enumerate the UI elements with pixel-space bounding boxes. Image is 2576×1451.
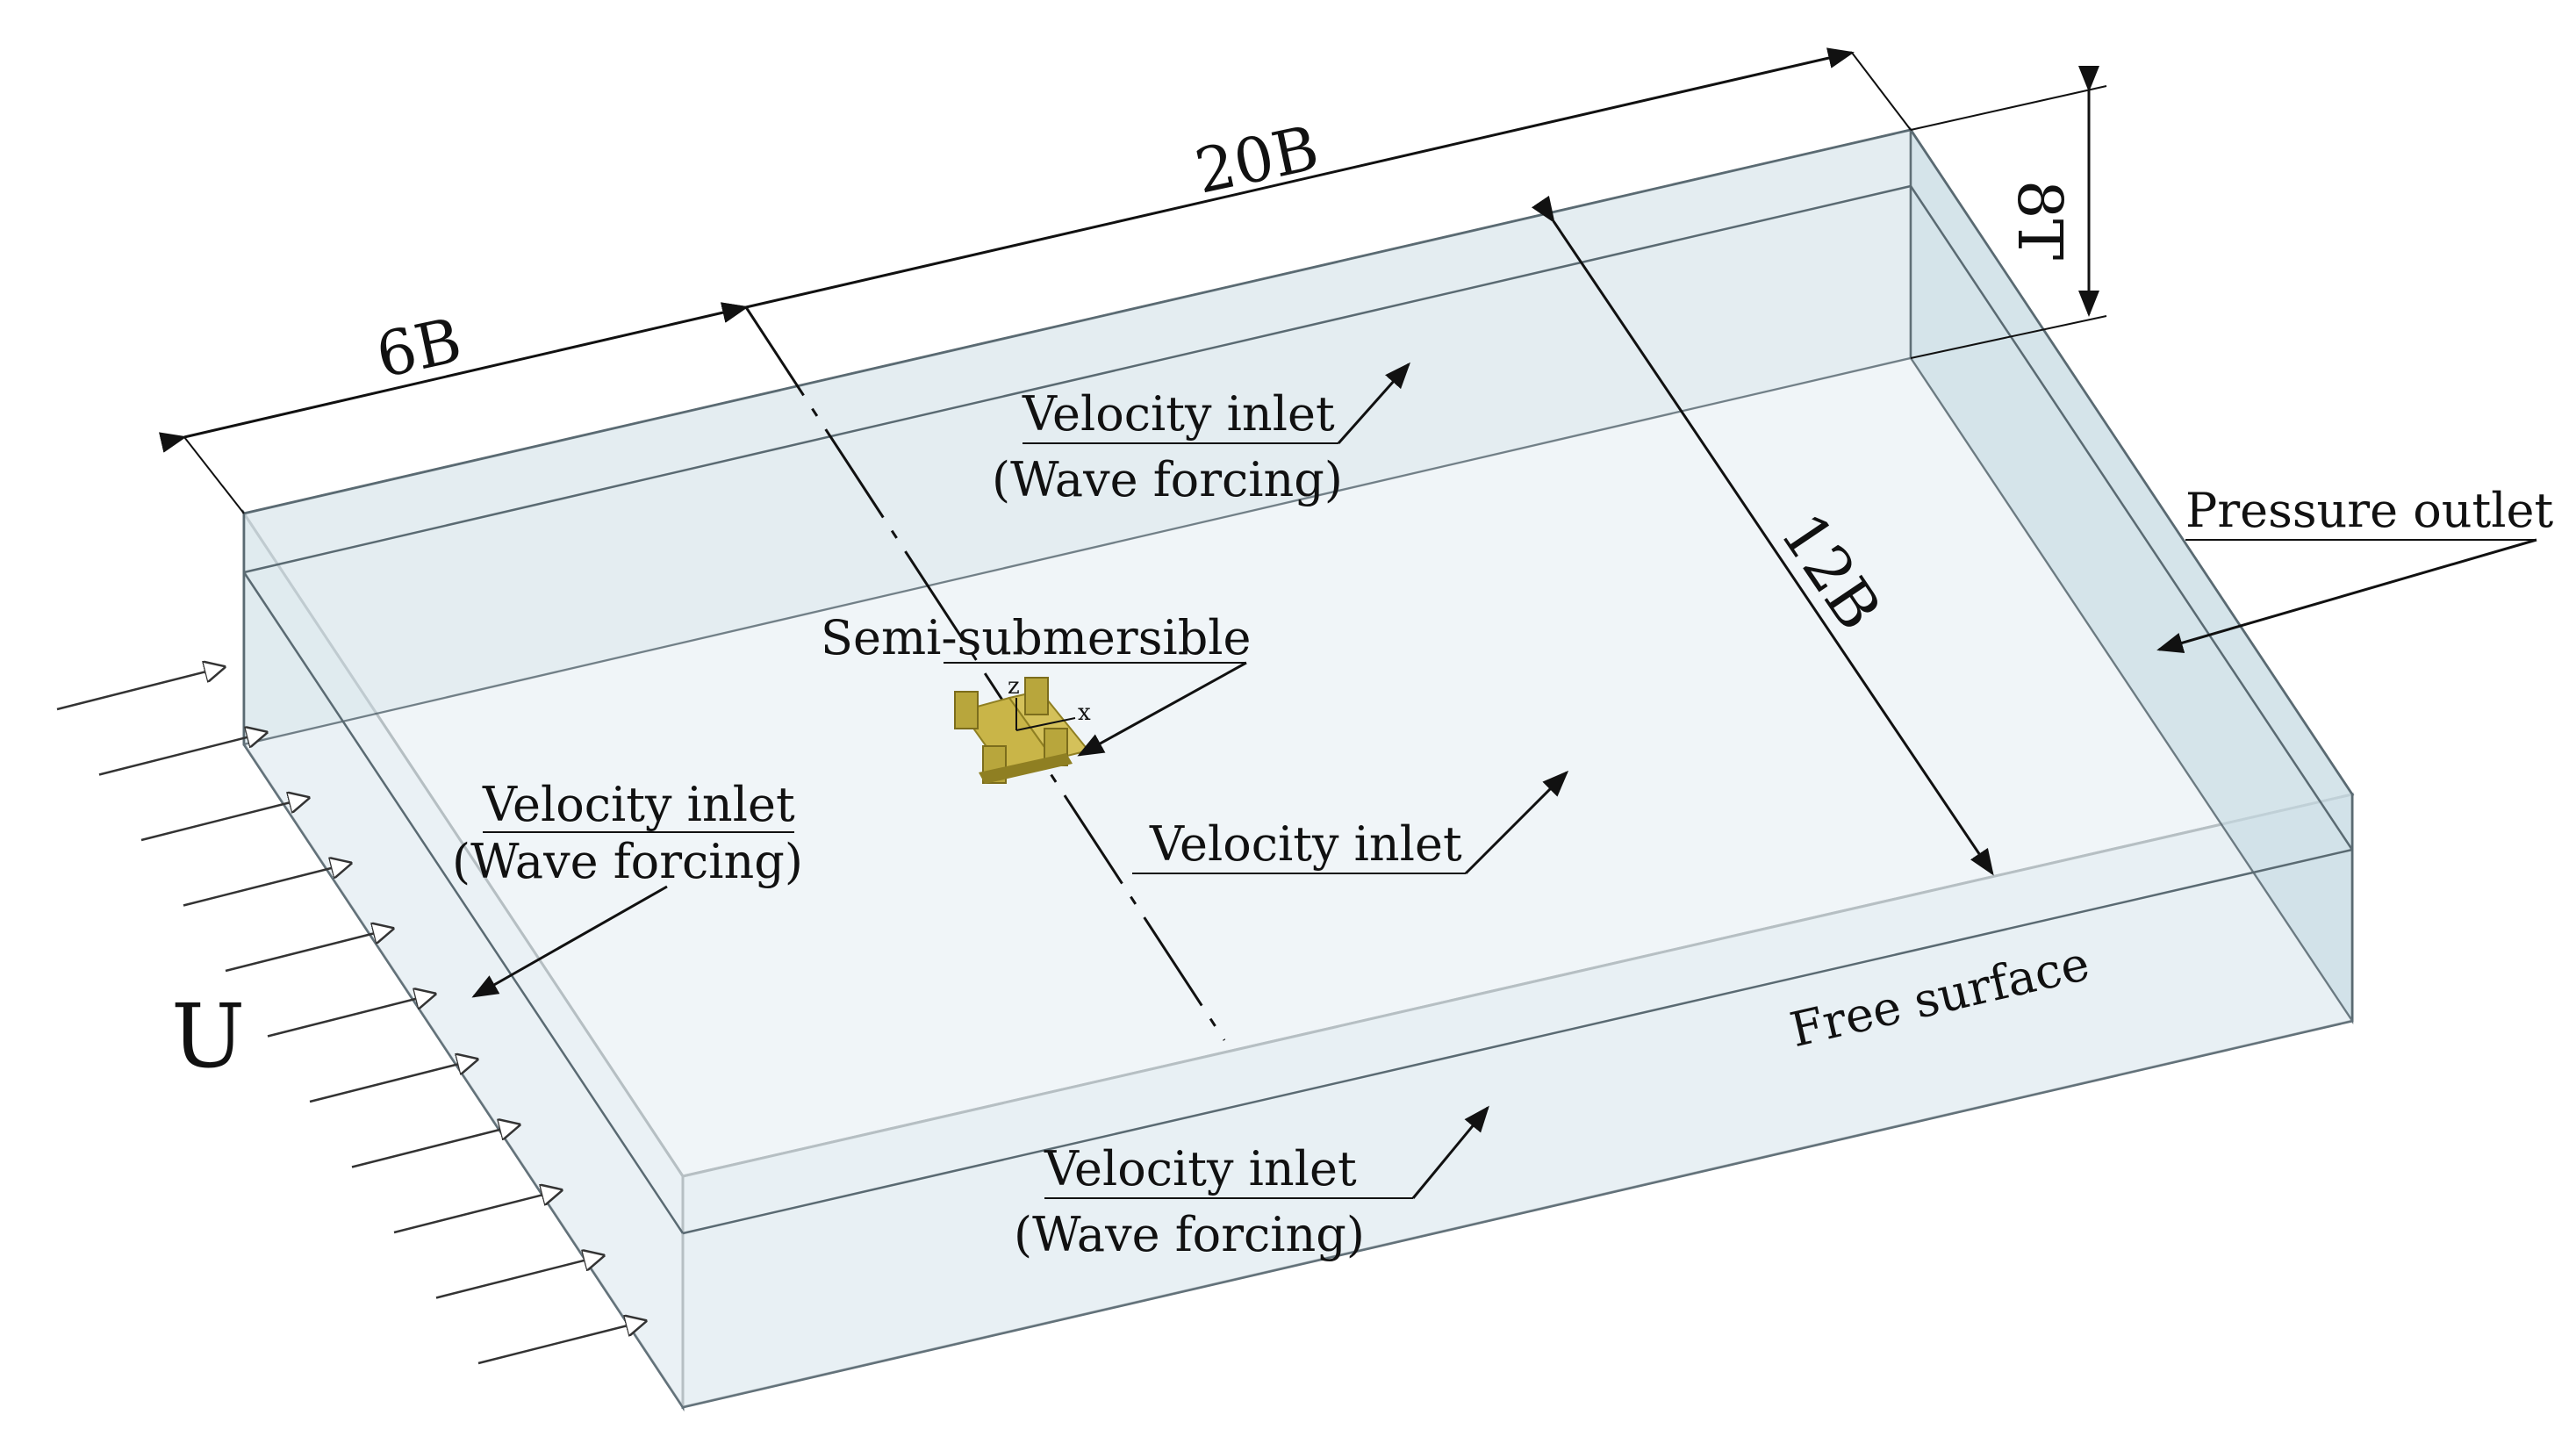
flow-arrow (477, 1321, 645, 1365)
bottom-inlet-line1: Velocity inlet (1044, 1141, 1357, 1196)
dim-label-6B: 6B (370, 304, 468, 391)
label-semi-submersible: Semi-submersible (821, 610, 1251, 757)
bottom-inlet-line2: (Wave forcing) (1014, 1207, 1365, 1262)
incoming-flow-arrows (56, 667, 645, 1365)
flow-arrow (183, 864, 350, 907)
label-left-velocity-inlet: Velocity inlet (Wave forcing) (452, 777, 803, 998)
flow-arrow (56, 667, 224, 711)
flow-arrow (351, 1125, 519, 1168)
label-pressure-outlet: Pressure outlet (2156, 483, 2553, 653)
flow-arrow (309, 1060, 477, 1103)
label-center-velocity-inlet: Velocity inlet (1132, 770, 1569, 875)
label-bottom-velocity-inlet: Velocity inlet (Wave forcing) (1014, 1105, 1489, 1262)
dim-label-8T: 8T (2004, 180, 2076, 260)
left-inlet-line1: Velocity inlet (482, 777, 795, 832)
top-inlet-line2: (Wave forcing) (992, 452, 1343, 507)
axis-label-z: z (1008, 673, 1020, 700)
pressure-outlet-text: Pressure outlet (2185, 483, 2553, 538)
flow-arrow (98, 733, 266, 776)
top-inlet-line1: Velocity inlet (1022, 386, 1335, 442)
semi-submersible-model: z x (954, 673, 1091, 784)
flow-velocity-label: U (171, 985, 245, 1088)
flow-arrow (435, 1256, 603, 1299)
axis-label-x: x (1078, 700, 1091, 726)
flow-arrow (393, 1190, 561, 1234)
center-inlet-text: Velocity inlet (1149, 816, 1462, 872)
left-inlet-line2: (Wave forcing) (452, 834, 803, 889)
dimension-8T: 8T (1910, 66, 2107, 359)
semi-submersible-text: Semi-submersible (821, 610, 1251, 665)
platform-centerline (744, 306, 1226, 1041)
flow-arrow (225, 929, 392, 973)
dimension-6B: 6B (158, 302, 749, 514)
flow-arrow (140, 798, 308, 842)
dim-label-20B: 20B (1189, 111, 1324, 207)
label-top-velocity-inlet: Velocity inlet (Wave forcing) (992, 362, 1410, 507)
flow-arrow (267, 995, 434, 1038)
